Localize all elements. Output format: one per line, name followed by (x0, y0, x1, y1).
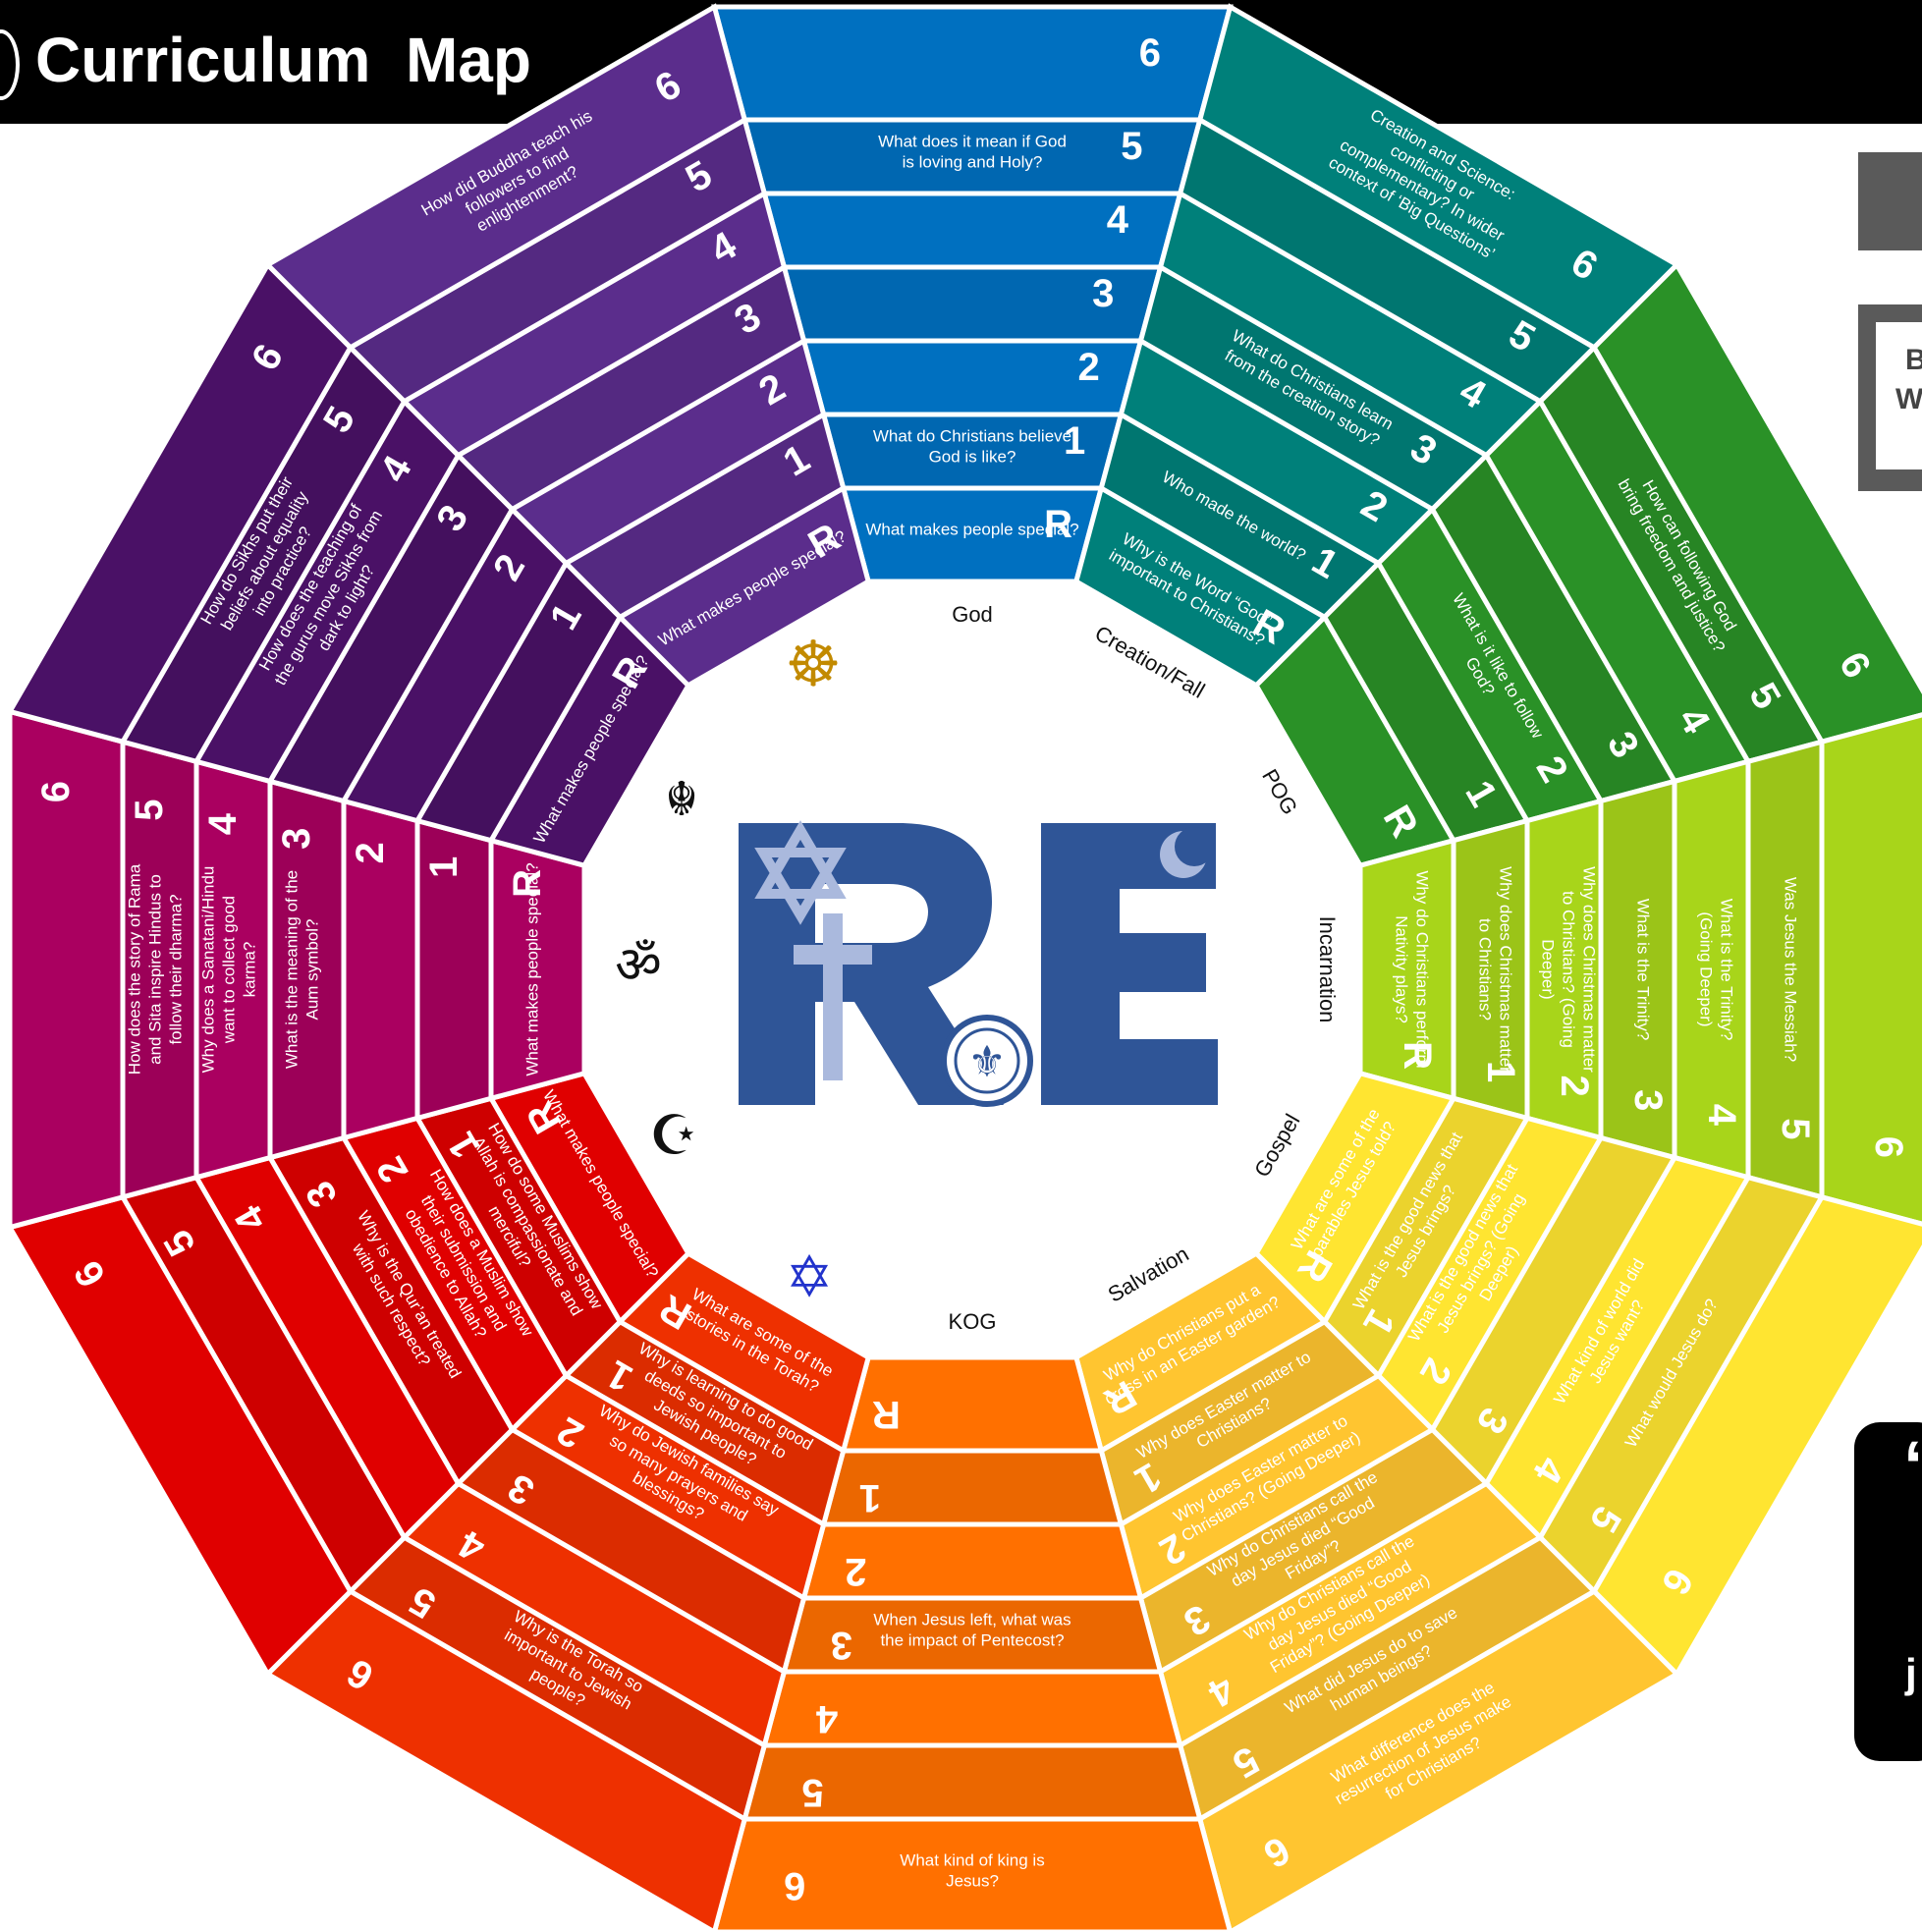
star-of-david-small-icon: ✡ (786, 1245, 834, 1309)
sector-incarnation-ring-6 (1819, 712, 1922, 1227)
question-incarnation-2: Why does Christmas matterto Christians? … (1539, 866, 1599, 1073)
page-title: Curriculum Map (35, 25, 531, 95)
ring-number-hinduism-2: 2 (349, 842, 392, 863)
edge-text-b: B (1905, 344, 1922, 376)
theme-label-pog: POG (1257, 765, 1302, 819)
logo-letter-e (1041, 823, 1218, 1105)
ring-number-hinduism-R: R (506, 869, 549, 898)
svg-text:⚜: ⚜ (967, 1038, 1006, 1086)
edge-logo-block (1858, 152, 1922, 250)
sector-kog-ring-6 (711, 1816, 1234, 1932)
ring-number-incarnation-2: 2 (1553, 1076, 1596, 1097)
ring-number-kog-3: 3 (831, 1624, 852, 1667)
re-logo: ⚜ (739, 820, 1218, 1107)
ring-number-god-4: 4 (1107, 198, 1129, 242)
ring-number-kog-5: 5 (801, 1771, 823, 1814)
ring-number-hinduism-1: 1 (422, 856, 466, 878)
svg-text:What makes people special?: What makes people special? (865, 521, 1078, 539)
question-god-R: What makes people special? (865, 521, 1078, 539)
ring-number-incarnation-5: 5 (1774, 1118, 1817, 1139)
ring-number-god-6: 6 (1139, 31, 1161, 75)
ring-number-god-3: 3 (1092, 272, 1114, 315)
ring-number-kog-2: 2 (845, 1550, 866, 1593)
svg-text:What makes people special?: What makes people special? (523, 862, 542, 1076)
cross-icon (823, 913, 843, 1080)
theme-label-incarnation: Incarnation (1315, 916, 1340, 1023)
ring-number-kog-4: 4 (815, 1697, 838, 1740)
svg-text:Why does Christmas matterto Ch: Why does Christmas matterto Christians? (1476, 866, 1515, 1073)
question-incarnation-4: What is the Trinity?(Going Deeper) (1697, 899, 1736, 1041)
ring-number-god-1: 1 (1064, 419, 1085, 463)
theme-label-god: God (952, 602, 993, 627)
ring-number-incarnation-4: 4 (1700, 1104, 1743, 1127)
sector-salvation-ring-6 (1196, 1588, 1681, 1932)
svg-text:What is the Trinity?(Going Dee: What is the Trinity?(Going Deeper) (1697, 899, 1736, 1041)
ring-number-kog-R: R (872, 1393, 901, 1436)
ring-number-incarnation-6: 6 (1867, 1136, 1910, 1158)
ring-number-god-5: 5 (1121, 125, 1142, 168)
question-incarnation-R: Why do Christians performNativity plays? (1393, 870, 1432, 1068)
ring-number-god-2: 2 (1078, 346, 1100, 389)
svg-text:Why do Christians performNativ: Why do Christians performNativity plays? (1393, 870, 1432, 1068)
question-incarnation-3: What is the Trinity? (1634, 899, 1653, 1041)
dharma-wheel-icon: ☸ (785, 629, 841, 699)
theme-label-gospel: Gospel (1249, 1110, 1305, 1182)
edge-text-w: W (1895, 383, 1922, 415)
theme-label-kog: KOG (949, 1309, 997, 1334)
ring-number-incarnation-R: R (1396, 1041, 1439, 1070)
ring-number-hinduism-3: 3 (275, 828, 318, 850)
crescent-star-icon: ☪ (649, 1104, 698, 1166)
ring-number-kog-6: 6 (784, 1864, 805, 1907)
om-icon: ॐ (615, 937, 661, 994)
ring-number-hinduism-5: 5 (128, 799, 171, 820)
question-incarnation-1: Why does Christmas matterto Christians? (1476, 866, 1515, 1073)
khanda-icon: ☬ (665, 774, 698, 826)
ring-number-incarnation-1: 1 (1479, 1061, 1522, 1082)
svg-text:Was Jesus the Messiah?: Was Jesus the Messiah? (1782, 877, 1800, 1062)
ring-number-hinduism-6: 6 (34, 781, 78, 802)
quote-box (1854, 1422, 1922, 1761)
ring-number-incarnation-3: 3 (1626, 1089, 1670, 1111)
question-incarnation-5: Was Jesus the Messiah? (1782, 877, 1800, 1062)
sector-pog-ring-6 (1591, 260, 1922, 745)
question-hinduism-R: What makes people special? (523, 862, 542, 1076)
quote-text-fragment: j (1905, 1650, 1917, 1696)
quote-mark: “ (1903, 1426, 1922, 1505)
svg-text:Why does Christmas matterto Ch: Why does Christmas matterto Christians? … (1539, 866, 1599, 1073)
ring-number-kog-1: 1 (859, 1476, 881, 1519)
svg-text:What is the Trinity?: What is the Trinity? (1634, 899, 1653, 1041)
sector-buddhism-ring-6 (263, 3, 748, 351)
ring-number-hinduism-4: 4 (201, 812, 245, 835)
ring-number-god-R: R (1044, 503, 1072, 546)
star-of-david-icon (754, 820, 847, 899)
